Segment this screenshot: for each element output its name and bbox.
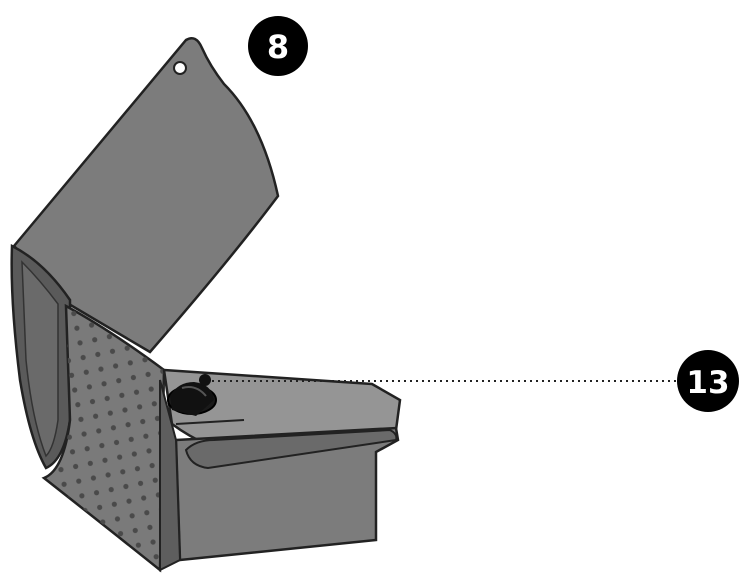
perforated-panel xyxy=(41,303,166,573)
callout-13-label: 13 xyxy=(686,365,729,401)
callout-8-label: 8 xyxy=(267,28,289,66)
rotary-knob-icon xyxy=(167,374,217,416)
callout-8: 8 xyxy=(248,16,308,76)
callout-13: 13 xyxy=(677,350,739,412)
lid-hang-hole xyxy=(173,61,187,75)
base-body xyxy=(159,368,402,572)
lid xyxy=(10,37,280,470)
